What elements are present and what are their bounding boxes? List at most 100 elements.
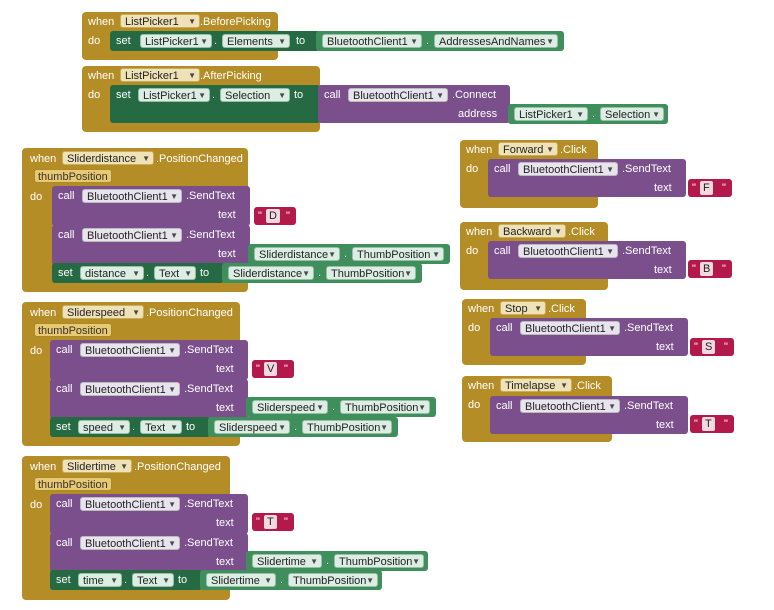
call-block-sendtext-d[interactable]: call BluetoothClient1▼ .SendText text [52,186,250,226]
component-dropdown[interactable]: speed▼ [78,420,130,434]
component-dropdown[interactable]: BluetoothClient1▼ [518,244,618,258]
getter-block-sliderspeed-thumbposition[interactable]: Sliderspeed▼ . ThumbPosition▼ [246,397,436,417]
call-block-sendtext-sliderspeed[interactable]: call BluetoothClient1▼ .SendText text [50,379,248,419]
component-dropdown[interactable]: Sliderdistance▼ [254,247,340,261]
text-value[interactable]: D [266,209,280,223]
component-dropdown[interactable]: ListPicker1▼ [120,14,200,28]
text-value[interactable]: V [264,362,278,376]
method-name: .SendText [184,344,233,356]
text-block-b[interactable]: " B " [688,260,732,278]
chevron-down-icon: ▼ [554,227,562,236]
set-block-listpicker1-selection[interactable]: set ListPicker1▼ . Selection▼ to [110,85,320,123]
method-name: .SendText [184,383,233,395]
component-dropdown[interactable]: BluetoothClient1▼ [518,162,618,176]
getter-block-listpicker1-selection[interactable]: ListPicker1▼ . Selection▼ [508,104,668,124]
component-dropdown[interactable]: Slidertime▼ [252,554,322,568]
getter-block-bluetoothclient1-addressesandnames[interactable]: BluetoothClient1▼ . AddressesAndNames▼ [316,31,564,51]
set-block-time-text[interactable]: set time▼ . Text▼ to [50,570,202,590]
property-dropdown[interactable]: ThumbPosition▼ [288,573,378,587]
call-block-backward-sendtext[interactable]: call BluetoothClient1▼ .SendText text [488,241,686,279]
component-dropdown[interactable]: Sliderspeed▼ [214,420,290,434]
keyword-call: call [324,89,341,101]
property-dropdown[interactable]: Text▼ [140,420,182,434]
property-dropdown[interactable]: Text▼ [154,266,196,280]
call-block-forward-sendtext[interactable]: call BluetoothClient1▼ .SendText text [488,159,686,197]
text-block-t[interactable]: " T " [252,513,294,531]
property-dropdown[interactable]: ThumbPosition▼ [302,420,392,434]
text-value[interactable]: B [700,262,714,276]
event-name: .PositionChanged [146,307,233,319]
call-block-sendtext-v[interactable]: call BluetoothClient1▼ .SendText text [50,340,248,380]
quote-open: " [258,210,262,222]
property-dropdown[interactable]: ThumbPosition▼ [340,400,430,414]
chevron-down-icon: ▼ [184,269,192,278]
component-dropdown[interactable]: time▼ [78,573,122,587]
component-dropdown[interactable]: Sliderdistance▼ [62,151,154,165]
component-dropdown[interactable]: BluetoothClient1▼ [82,228,182,242]
text-value[interactable]: T [702,417,715,431]
getter-block-slidertime-thumbposition-set[interactable]: Slidertime▼ . ThumbPosition▼ [200,570,382,590]
property-dropdown[interactable]: Selection▼ [600,107,664,121]
property-dropdown[interactable]: ThumbPosition▼ [334,554,424,568]
component-dropdown[interactable]: BluetoothClient1▼ [348,88,448,102]
component-dropdown[interactable]: Sliderdistance▼ [228,266,314,280]
property-dropdown[interactable]: AddressesAndNames▼ [434,34,558,48]
component-dropdown[interactable]: ListPicker1▼ [120,68,200,82]
property-dropdown[interactable]: ThumbPosition▼ [326,266,416,280]
component-dropdown[interactable]: Stop▼ [500,301,546,315]
text-block-s[interactable]: " S " [690,338,734,356]
property-dropdown[interactable]: Elements▼ [222,34,290,48]
component-dropdown[interactable]: BluetoothClient1▼ [80,536,180,550]
call-block-sendtext-sliderdistance[interactable]: call BluetoothClient1▼ .SendText text [52,225,250,265]
component-dropdown[interactable]: Slidertime▼ [62,459,132,473]
getter-block-sliderdistance-thumbposition[interactable]: Sliderdistance▼ . ThumbPosition▼ [248,244,450,264]
component-dropdown[interactable]: BluetoothClient1▼ [520,321,620,335]
getter-block-sliderdistance-thumbposition-set[interactable]: Sliderdistance▼ . ThumbPosition▼ [222,263,422,283]
call-block-timelapse-sendtext[interactable]: call BluetoothClient1▼ .SendText text [490,396,688,434]
property-dropdown[interactable]: Text▼ [132,573,174,587]
text-value[interactable]: T [264,515,277,529]
property-dropdown[interactable]: ThumbPosition▼ [352,247,444,261]
component-dropdown[interactable]: distance▼ [80,266,144,280]
param-thumbposition[interactable]: thumbPosition [34,477,112,491]
property-dropdown[interactable]: Selection▼ [220,88,290,102]
text-block-f[interactable]: " F " [688,179,732,197]
component-dropdown[interactable]: BluetoothClient1▼ [322,34,422,48]
call-block-sendtext-slidertime[interactable]: call BluetoothClient1▼ .SendText text [50,533,248,573]
text-value[interactable]: S [702,340,716,354]
component-dropdown[interactable]: BluetoothClient1▼ [80,343,180,357]
component-dropdown[interactable]: Sliderspeed▼ [252,400,328,414]
component-dropdown[interactable]: Timelapse▼ [500,378,572,392]
dropdown-label: BluetoothClient1 [85,538,166,550]
getter-block-sliderspeed-thumbposition-set[interactable]: Sliderspeed▼ . ThumbPosition▼ [208,417,398,437]
component-dropdown[interactable]: Slidertime▼ [206,573,276,587]
component-dropdown[interactable]: BluetoothClient1▼ [80,497,180,511]
chevron-down-icon: ▼ [168,539,176,548]
component-dropdown[interactable]: BluetoothClient1▼ [520,399,620,413]
chevron-down-icon: ▼ [168,500,176,509]
text-block-d[interactable]: " D " [254,207,296,225]
component-dropdown[interactable]: ListPicker1▼ [140,34,212,48]
text-value[interactable]: F [700,181,713,195]
component-dropdown[interactable]: Sliderspeed▼ [62,305,144,319]
param-thumbposition[interactable]: thumbPosition [34,323,112,337]
call-block-bluetoothclient1-connect[interactable]: call BluetoothClient1▼ .Connect address [318,85,510,123]
component-dropdown[interactable]: Backward▼ [498,224,566,238]
text-block-v[interactable]: " V " [252,360,294,378]
event-name: .Click [568,226,595,238]
component-dropdown[interactable]: BluetoothClient1▼ [82,189,182,203]
text-block-t-timelapse[interactable]: " T " [690,415,734,433]
param-thumbposition[interactable]: thumbPosition [34,169,112,183]
set-block-speed-text[interactable]: set speed▼ . Text▼ to [50,417,210,437]
component-dropdown[interactable]: BluetoothClient1▼ [80,382,180,396]
component-dropdown[interactable]: ListPicker1▼ [138,88,210,102]
component-dropdown[interactable]: ListPicker1▼ [514,107,588,121]
component-dropdown[interactable]: Forward▼ [498,142,558,156]
call-block-stop-sendtext[interactable]: call BluetoothClient1▼ .SendText text [490,318,688,356]
set-block-distance-text[interactable]: set distance▼ . Text▼ to [52,263,224,283]
arg-label-address: address [458,108,498,120]
call-block-sendtext-t[interactable]: call BluetoothClient1▼ .SendText text [50,494,248,534]
getter-block-slidertime-thumbposition[interactable]: Slidertime▼ . ThumbPosition▼ [246,551,428,571]
dropdown-label: ListPicker1 [519,109,573,121]
set-block-listpicker1-elements[interactable]: set ListPicker1▼ . Elements▼ to [110,31,320,51]
